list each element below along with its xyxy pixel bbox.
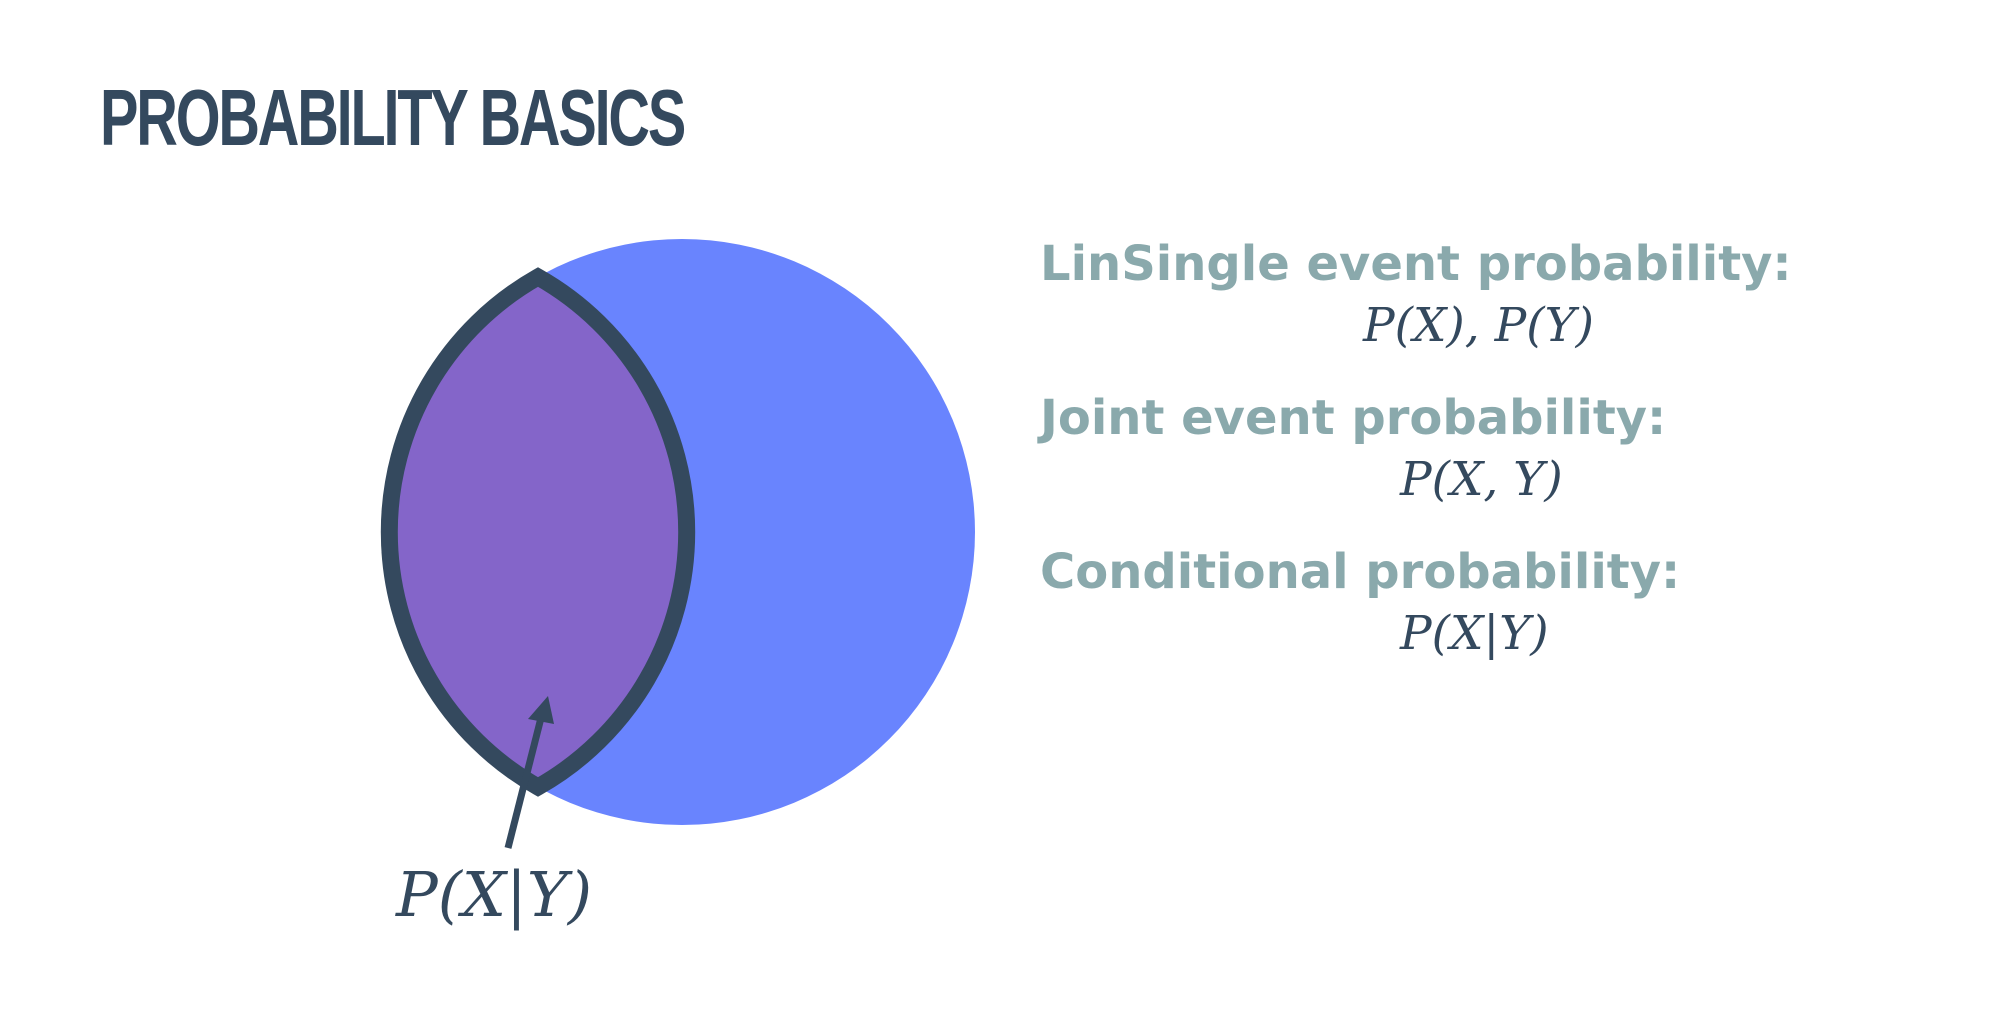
definition-single-event: LinSingle event probability: P(X), P(Y) (1040, 240, 1792, 349)
definition-label: Joint event probability: (1040, 390, 1667, 446)
definition-formula: P(X), P(Y) (1363, 298, 1594, 353)
arrow-shaft (504, 713, 546, 849)
definition-joint-event: Joint event probability: P(X, Y) (1040, 394, 1666, 503)
definition-formula: P(X|Y) (1400, 606, 1549, 661)
intersection-region (389, 277, 687, 787)
definition-label: LinSingle event probability: (1040, 236, 1792, 292)
arrow-head-icon (528, 696, 554, 724)
definition-formula: P(X, Y) (1400, 452, 1563, 507)
definition-label: Conditional probability: (1040, 544, 1681, 600)
slide-title: PROBABILITY BASICS (100, 73, 686, 162)
arrow-label: P(X|Y) (395, 858, 592, 931)
circle-x-outline (380, 267, 696, 797)
definition-conditional: Conditional probability: P(X|Y) (1040, 548, 1680, 657)
